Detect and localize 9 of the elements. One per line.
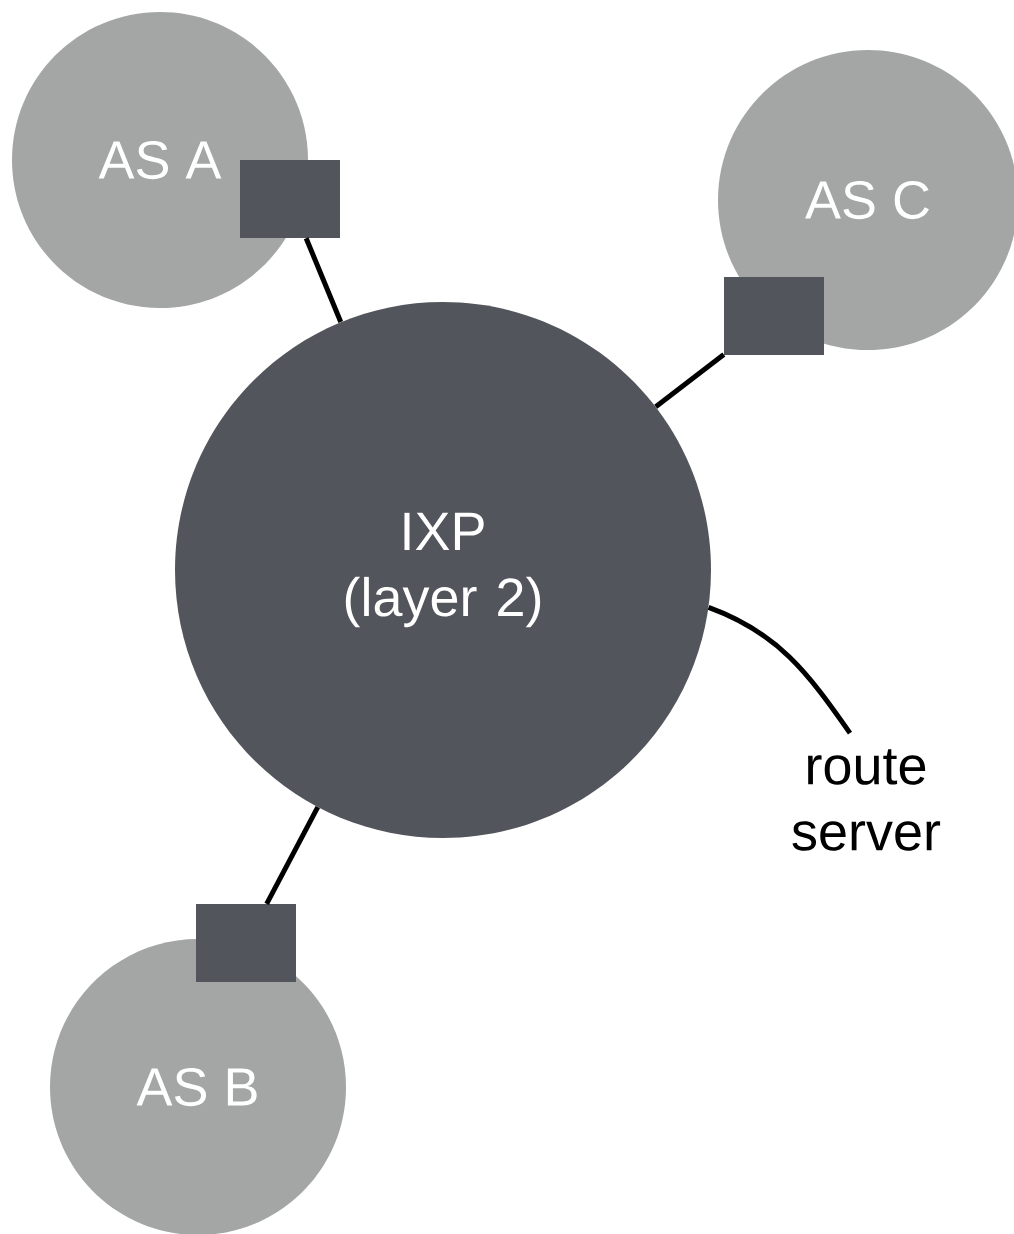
connector-line bbox=[303, 237, 344, 324]
node-label: route server bbox=[792, 749, 941, 851]
connector-line bbox=[264, 806, 320, 905]
port-box bbox=[240, 160, 340, 238]
connector-line bbox=[654, 352, 726, 409]
circle-node: IXP (layer 2) bbox=[175, 302, 711, 838]
port-box bbox=[196, 904, 296, 982]
circle-node: AS A bbox=[12, 12, 308, 308]
connector-line bbox=[707, 605, 853, 735]
